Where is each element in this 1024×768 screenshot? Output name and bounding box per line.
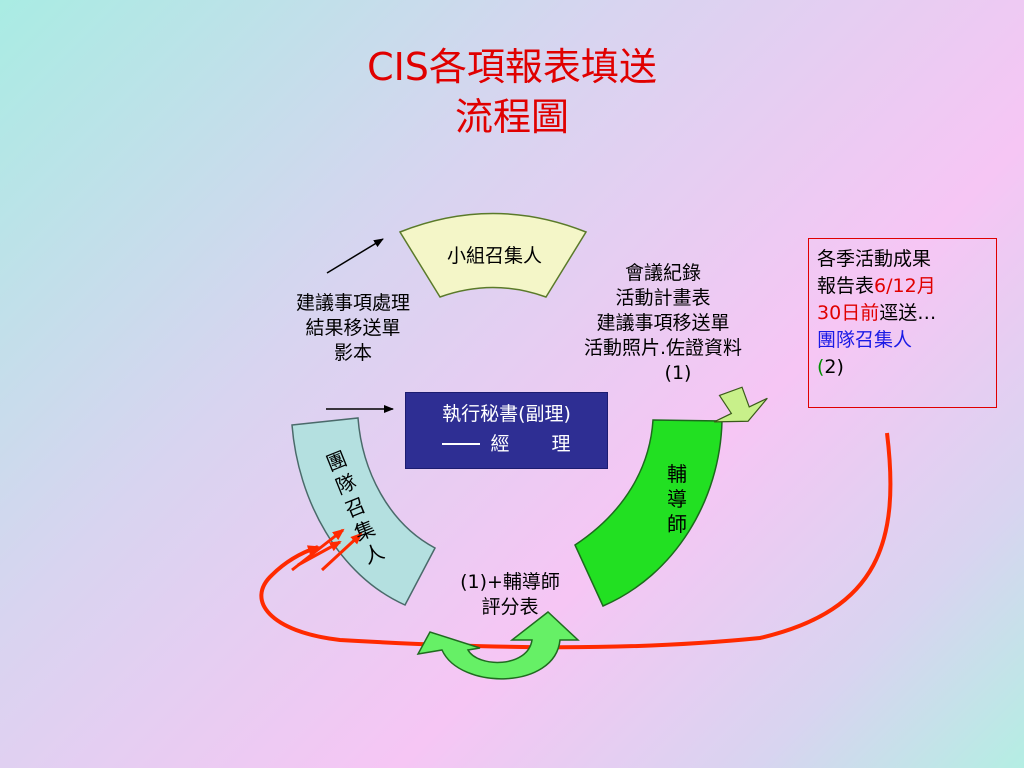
deadline-line-1: 各季活動成果 — [817, 248, 932, 270]
deadline-line-3-c: 逕送… — [879, 302, 937, 324]
right-char-1: 輔 — [667, 462, 687, 486]
title-line-1: CIS各項報表填送 — [367, 45, 657, 89]
small-down-arrow — [713, 386, 768, 423]
deadline-date-month: 6/12 — [874, 275, 917, 297]
green-uturn-arrow — [416, 611, 580, 680]
right-segment-label: 輔 導 師 — [665, 462, 689, 537]
deadline-line-4: 團隊召集人 — [817, 329, 913, 351]
left-note-line-2: 結果移送單 — [305, 317, 401, 339]
deadline-note-box: 各季活動成果 報告表6/12月 30日前逕送… 團隊召集人 (2) — [808, 238, 997, 408]
red-arrow-3 — [320, 532, 363, 572]
right-note-line-2: 活動計畫表 — [615, 287, 711, 309]
bottom-note-line-2: 評分表 — [481, 596, 539, 618]
exec-secretary-box: 執行秘書(副理) 經 理 — [405, 392, 608, 469]
deadline-day-char: 日前 — [841, 302, 880, 324]
bottom-note-line-1: (1)+輔導師 — [460, 571, 560, 593]
deadline-paren: ( — [817, 356, 825, 378]
deadline-line-2-a: 報告表 — [817, 275, 875, 297]
bottom-note: (1)+輔導師 評分表 — [435, 570, 585, 620]
right-note-line-5: (1) — [664, 362, 692, 384]
deadline-line-5-b: 2) — [824, 356, 844, 378]
right-note-line-4: 活動照片.佐證資料 — [583, 337, 743, 359]
right-note-line-3: 建議事項移送單 — [596, 312, 730, 334]
right-char-2: 導 — [667, 487, 687, 511]
exec-line-1: 執行秘書(副理) — [442, 403, 571, 425]
exec-line-2-a: 經 — [490, 433, 510, 455]
top-segment-label: 小組召集人 — [447, 245, 543, 267]
thin-arrow-upper-left — [326, 238, 384, 274]
exec-line-2: 經 理 — [406, 429, 607, 459]
cycle-left-segment — [291, 417, 437, 606]
exec-dash — [442, 443, 481, 445]
red-arrow-2 — [297, 540, 342, 567]
slide-title: CIS各項報表填送 流程圖 — [0, 42, 1024, 142]
deadline-month-char: 月 — [916, 275, 936, 297]
left-note-line-3: 影本 — [333, 342, 372, 364]
right-top-note: 會議紀錄 活動計畫表 建議事項移送單 活動照片.佐證資料 (1) — [553, 261, 773, 386]
right-note-line-1: 會議紀錄 — [624, 262, 701, 284]
cycle-top-segment — [398, 212, 588, 298]
left-top-note: 建議事項處理 結果移送單 影本 — [264, 291, 442, 366]
title-line-2: 流程圖 — [454, 95, 569, 139]
deadline-line-5: (2) — [817, 354, 988, 381]
red-return-path — [259, 432, 893, 650]
exec-line-2-b: 理 — [551, 433, 571, 455]
deadline-line-2: 報告表6/12月 — [817, 273, 988, 300]
deadline-line-3: 30日前逕送… — [817, 300, 988, 327]
right-char-3: 師 — [667, 512, 687, 536]
cycle-right-segment — [574, 419, 723, 607]
left-note-line-1: 建議事項處理 — [295, 292, 410, 314]
deadline-date-day: 30 — [817, 302, 842, 324]
